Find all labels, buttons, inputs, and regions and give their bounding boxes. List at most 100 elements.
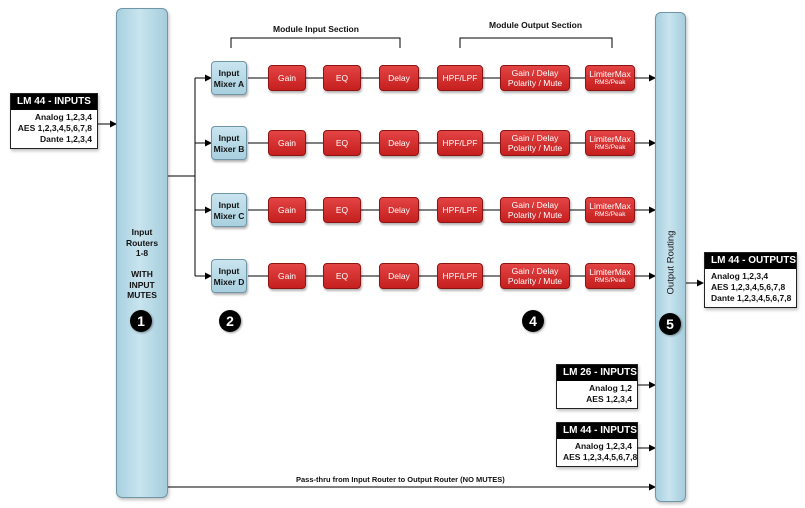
block-label: HPF/LPF	[442, 271, 478, 281]
block-label: Gain / Delay	[511, 266, 559, 276]
lm44-inputs-title: LM 44 - INPUTS	[11, 94, 97, 110]
block-label: Gain	[278, 138, 296, 148]
mixer-label-line: Input	[218, 68, 240, 78]
lm26-inputs-title: LM 26 - INPUTS	[557, 365, 637, 381]
block-label: LimiterMax	[589, 201, 631, 211]
lm44-inputs-b-line: AES 1,2,3,4,5,6,7,8	[563, 452, 638, 462]
output-router-bar: Output Routing 5	[655, 12, 686, 502]
mixer-label-line: Mixer A	[213, 78, 245, 89]
lm44-outputs-line: AES 1,2,3,4,5,6,7,8	[711, 282, 786, 292]
eq-block-b: EQ	[323, 130, 361, 156]
block-label: Polarity / Mute	[507, 276, 563, 286]
lm44-inputs-b-line: Analog 1,2,3,4	[574, 441, 632, 451]
block-label: RMS/Peak	[594, 277, 626, 284]
gain-block-c: Gain	[268, 197, 306, 223]
lm44-outputs-line: Analog 1,2,3,4	[711, 271, 769, 281]
block-label: EQ	[335, 73, 349, 83]
lm44-outputs-title: LM 44 - OUTPUTS	[705, 253, 796, 269]
block-label: Gain / Delay	[511, 200, 559, 210]
block-label: HPF/LPF	[442, 73, 478, 83]
input-router-line	[117, 259, 167, 270]
block-label: Gain / Delay	[511, 68, 559, 78]
block-label: LimiterMax	[589, 267, 631, 277]
input-router-line: INPUT	[129, 279, 155, 290]
badge-1: 1	[130, 310, 152, 332]
lm44-inputs-list: Analog 1,2,3,4 AES 1,2,3,4,5,6,7,8 Dante…	[11, 110, 97, 148]
hpf-lpf-block-c: HPF/LPF	[437, 197, 483, 223]
output-routing-label: Output Routing	[665, 230, 677, 295]
block-label: Polarity / Mute	[507, 210, 563, 220]
input-router-label: Input Routers 1-8 WITH INPUT MUTES	[117, 227, 167, 301]
lm44-inputs-line: Analog 1,2,3,4	[34, 112, 92, 122]
input-mixer-a: Input Mixer A	[211, 61, 247, 95]
block-label: Delay	[388, 205, 410, 215]
badge-4: 4	[522, 310, 544, 332]
block-label: LimiterMax	[589, 69, 631, 79]
input-mixer-d: Input Mixer D	[211, 259, 247, 293]
module-input-section-label: Module Input Section	[273, 24, 359, 34]
block-label: EQ	[335, 271, 349, 281]
block-label: Polarity / Mute	[507, 78, 563, 88]
eq-block-d: EQ	[323, 263, 361, 289]
hpf-lpf-block-d: HPF/LPF	[437, 263, 483, 289]
mixer-label-line: Mixer D	[213, 276, 245, 287]
block-label: RMS/Peak	[594, 211, 626, 218]
mixer-label-line: Input	[218, 200, 240, 210]
passthru-label: Pass-thru from Input Router to Output Ro…	[296, 475, 505, 484]
lm44-inputs-box: LM 44 - INPUTS Analog 1,2,3,4 AES 1,2,3,…	[10, 93, 98, 149]
block-label: Gain / Delay	[511, 133, 559, 143]
module-output-section-label: Module Output Section	[489, 20, 583, 30]
input-router-line: Routers	[125, 237, 159, 248]
mixer-label-line: Input	[218, 266, 240, 276]
lm44-inputs-b-title: LM 44 - INPUTS	[557, 423, 637, 439]
eq-block-a: EQ	[323, 65, 361, 91]
gain-block-a: Gain	[268, 65, 306, 91]
input-router-line: Input	[131, 227, 153, 237]
input-router-bar: Input Routers 1-8 WITH INPUT MUTES 1	[116, 8, 168, 498]
delay-block-b: Delay	[379, 130, 419, 156]
delay-block-a: Delay	[379, 65, 419, 91]
lm26-inputs-line: Analog 1,2	[589, 383, 632, 393]
lm44-inputs-line: Dante 1,2,3,4	[40, 134, 92, 144]
gain-block-d: Gain	[268, 263, 306, 289]
lm44-outputs-box: LM 44 - OUTPUTS Analog 1,2,3,4 AES 1,2,3…	[704, 252, 797, 308]
block-label: Gain	[278, 205, 296, 215]
lm26-inputs-list: Analog 1,2 AES 1,2,3,4	[557, 381, 637, 408]
input-router-line: WITH	[131, 269, 153, 279]
lm26-inputs-box: LM 26 - INPUTS Analog 1,2 AES 1,2,3,4	[556, 364, 638, 409]
block-label: HPF/LPF	[442, 205, 478, 215]
block-label: Polarity / Mute	[507, 143, 563, 153]
input-router-line: 1-8	[135, 248, 149, 258]
block-label: Gain	[278, 271, 296, 281]
lm26-inputs-line: AES 1,2,3,4	[586, 394, 632, 404]
block-label: RMS/Peak	[594, 79, 626, 86]
block-label: LimiterMax	[589, 134, 631, 144]
delay-block-d: Delay	[379, 263, 419, 289]
lm44-inputs-box-b: LM 44 - INPUTS Analog 1,2,3,4 AES 1,2,3,…	[556, 422, 638, 467]
badge-5: 5	[659, 313, 681, 335]
input-mixer-b: Input Mixer B	[211, 126, 247, 160]
lm44-inputs-line: AES 1,2,3,4,5,6,7,8	[17, 123, 92, 133]
block-label: Gain	[278, 73, 296, 83]
lm44-outputs-line: Dante 1,2,3,4,5,6,7,8	[711, 293, 792, 303]
mixer-label-line: Mixer C	[213, 210, 245, 221]
block-label: HPF/LPF	[442, 138, 478, 148]
mixer-label-line: Input	[218, 133, 240, 143]
block-label: Delay	[388, 73, 410, 83]
lm44-inputs-b-list: Analog 1,2,3,4 AES 1,2,3,4,5,6,7,8	[557, 439, 637, 466]
block-label: Delay	[388, 138, 410, 148]
badge-2: 2	[219, 310, 241, 332]
block-label: RMS/Peak	[594, 144, 626, 151]
eq-block-c: EQ	[323, 197, 361, 223]
block-label: EQ	[335, 138, 349, 148]
input-router-line: MUTES	[127, 290, 157, 300]
